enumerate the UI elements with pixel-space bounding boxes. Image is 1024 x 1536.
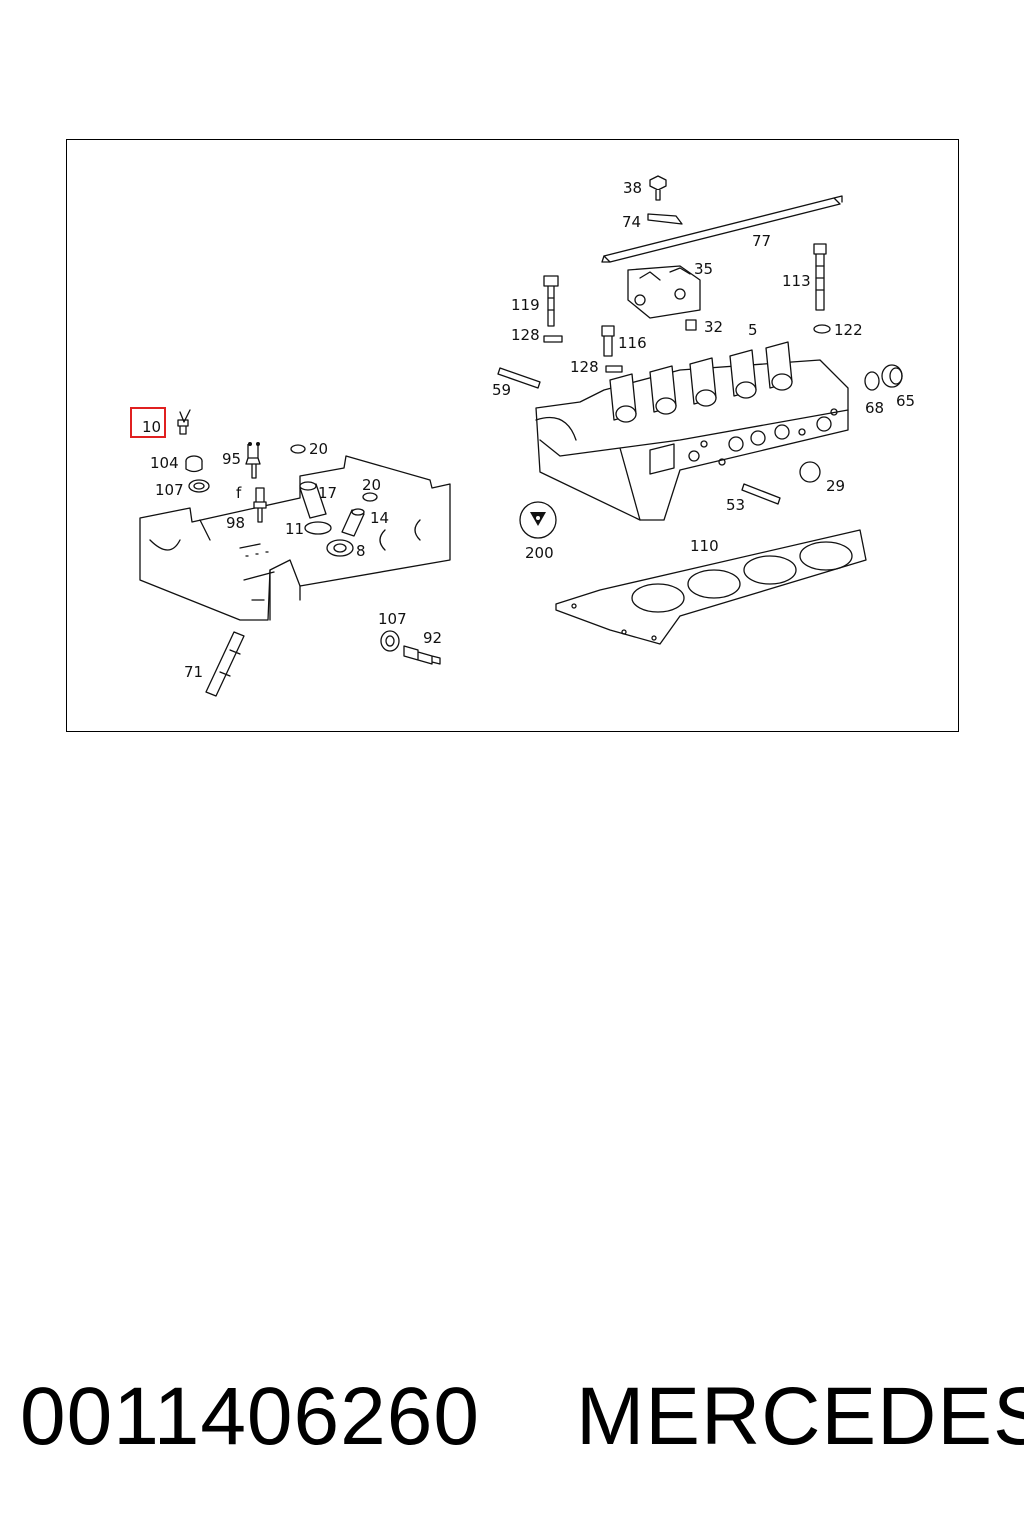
part-128-washer-a	[543, 335, 563, 343]
part-128-washer-b	[605, 365, 623, 373]
part-107-seal	[188, 479, 210, 493]
callout-200: 200	[525, 544, 554, 562]
callout-95: 95	[222, 450, 241, 468]
part-122-washer	[813, 324, 831, 334]
callout-8: 8	[356, 542, 366, 560]
left-housing: f	[139, 455, 451, 621]
product-caption: 0011406260 MERCEDES	[20, 1371, 1024, 1462]
callout-128-b: 128	[570, 358, 599, 376]
part-14-pipe	[341, 508, 365, 537]
callout-labels: 38 74 77 35 113 119 128 116 32 5 122 128…	[150, 179, 915, 681]
callout-20-b: 20	[362, 476, 381, 494]
part-35-bracket	[627, 265, 701, 319]
part-98-sensor	[253, 487, 267, 523]
callout-38: 38	[623, 179, 642, 197]
part-59-stud	[497, 367, 541, 389]
callout-59: 59	[492, 381, 511, 399]
callout-53: 53	[726, 496, 745, 514]
part-68-ring	[864, 371, 880, 391]
part-38-bolt	[649, 175, 667, 201]
part-107-seal-lower	[380, 630, 400, 652]
callout-11: 11	[285, 520, 304, 538]
callout-65: 65	[896, 392, 915, 410]
part-32-sleeve	[685, 319, 697, 331]
part-113-bolt	[813, 243, 827, 311]
bearing-caps	[609, 341, 793, 423]
callout-14: 14	[370, 509, 389, 527]
part-65-plug	[881, 364, 903, 388]
callout-92: 92	[423, 629, 442, 647]
callout-107-b: 107	[378, 610, 407, 628]
part-95-sensor	[245, 442, 261, 479]
callout-20-a: 20	[309, 440, 328, 458]
callout-104: 104	[150, 454, 179, 472]
highlight-label: 10	[142, 418, 161, 436]
callout-98: 98	[226, 514, 245, 532]
callout-119: 119	[511, 296, 540, 314]
callout-128-a: 128	[511, 326, 540, 344]
part-104-plug	[185, 455, 203, 473]
part-11-ring	[304, 521, 332, 535]
callout-68: 68	[865, 399, 884, 417]
part-74-clamp	[647, 213, 683, 225]
part-200-cover	[519, 501, 557, 539]
part-17-pipe	[299, 481, 327, 519]
part-119-bolt	[543, 275, 559, 327]
part-10-clip	[177, 409, 191, 435]
highlighted-part-marker[interactable]: 10	[130, 407, 166, 438]
svg-text:f: f	[236, 484, 242, 502]
part-20-clip-a	[290, 444, 306, 454]
part-71-tube	[205, 631, 245, 697]
part-number: 0011406260	[20, 1371, 480, 1462]
callout-71: 71	[184, 663, 203, 681]
callout-110: 110	[690, 537, 719, 555]
part-29-plug	[799, 461, 821, 483]
part-8-seal	[326, 539, 354, 557]
callout-29: 29	[826, 477, 845, 495]
part-20-clip-b	[362, 492, 378, 502]
callout-113: 113	[782, 272, 811, 290]
callout-5: 5	[748, 321, 758, 339]
callout-32: 32	[704, 318, 723, 336]
part-53-stud	[741, 483, 781, 505]
callout-17: 17	[318, 484, 337, 502]
part-110-gasket	[555, 529, 867, 645]
callout-35: 35	[694, 260, 713, 278]
callout-77: 77	[752, 232, 771, 250]
part-116-bolt	[601, 325, 615, 357]
callout-116: 116	[618, 334, 647, 352]
part-92-sensor	[403, 645, 441, 665]
diagram-frame	[66, 139, 959, 732]
part-77-rail	[601, 195, 843, 263]
callout-107-a: 107	[155, 481, 184, 499]
brand-name: MERCEDES	[576, 1371, 1024, 1462]
callout-122: 122	[834, 321, 863, 339]
callout-74: 74	[622, 213, 641, 231]
